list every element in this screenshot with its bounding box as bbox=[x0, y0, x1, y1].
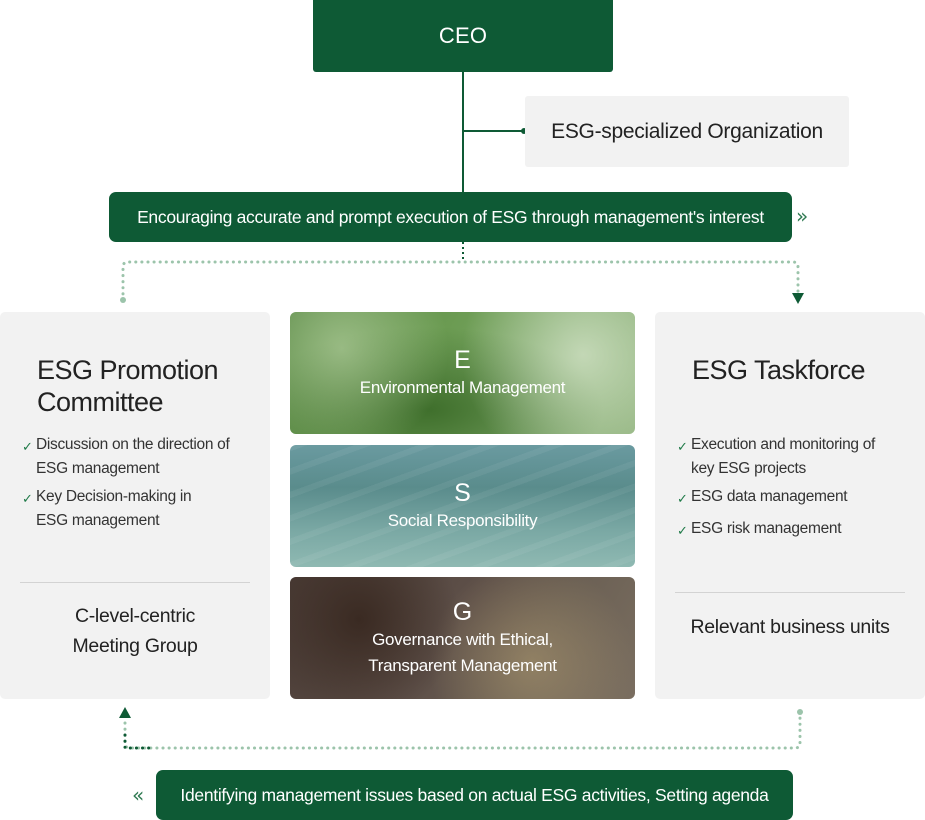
organization-label: ESG-specialized Organization bbox=[551, 119, 823, 143]
environmental-card: E Environmental Management bbox=[290, 312, 635, 434]
taskforce-footer: Relevant business units bbox=[690, 616, 890, 638]
esg-letter-g: G bbox=[452, 598, 473, 626]
esg-organization-box: ESG-specialized Organization bbox=[525, 96, 849, 167]
taskforce-title: ESG Taskforce bbox=[692, 355, 866, 385]
check-icon: ✓ bbox=[677, 523, 688, 538]
double-chevron-right-icon: » bbox=[796, 204, 809, 228]
check-icon: ✓ bbox=[677, 439, 688, 454]
promotion-committee-footer: C-level-centric Meeting Group bbox=[72, 605, 198, 657]
ceo-box: CEO bbox=[313, 0, 613, 72]
water-image bbox=[290, 445, 635, 567]
double-chevron-left-icon: « bbox=[132, 783, 145, 807]
esg-letter-s: S bbox=[454, 479, 471, 507]
governance-card: G Governance with Ethical, Transparent M… bbox=[290, 577, 635, 699]
social-card: S Social Responsibility bbox=[290, 445, 635, 567]
list-item: ✓ ESG data management bbox=[677, 485, 917, 511]
panel-divider bbox=[20, 582, 250, 583]
esg-letter-e: E bbox=[454, 346, 471, 374]
bottom-banner: Identifying management issues based on a… bbox=[156, 770, 793, 820]
leaf-image bbox=[290, 312, 635, 434]
ceo-label: CEO bbox=[438, 23, 488, 48]
promotion-committee-title: ESG Promotion Committee bbox=[37, 355, 219, 417]
check-icon: ✓ bbox=[677, 491, 688, 506]
check-icon: ✓ bbox=[22, 439, 33, 454]
list-item: ✓ ESG risk management bbox=[677, 517, 917, 543]
check-icon: ✓ bbox=[22, 491, 33, 506]
governance-label: Governance with Ethical, Transparent Man… bbox=[368, 630, 557, 675]
top-banner: Encouraging accurate and prompt executio… bbox=[109, 192, 792, 242]
gavel-scales-image bbox=[290, 577, 635, 699]
bottom-banner-text: Identifying management issues based on a… bbox=[180, 784, 769, 805]
panel-divider bbox=[675, 592, 905, 593]
social-label: Social Responsibility bbox=[387, 511, 538, 530]
promotion-committee-panel: ESG Promotion Committee ✓ Discussion on … bbox=[0, 312, 270, 699]
taskforce-panel: ESG Taskforce ✓ Execution and monitoring… bbox=[655, 312, 925, 699]
environmental-label: Environmental Management bbox=[359, 378, 566, 397]
top-banner-text: Encouraging accurate and prompt executio… bbox=[137, 206, 764, 227]
